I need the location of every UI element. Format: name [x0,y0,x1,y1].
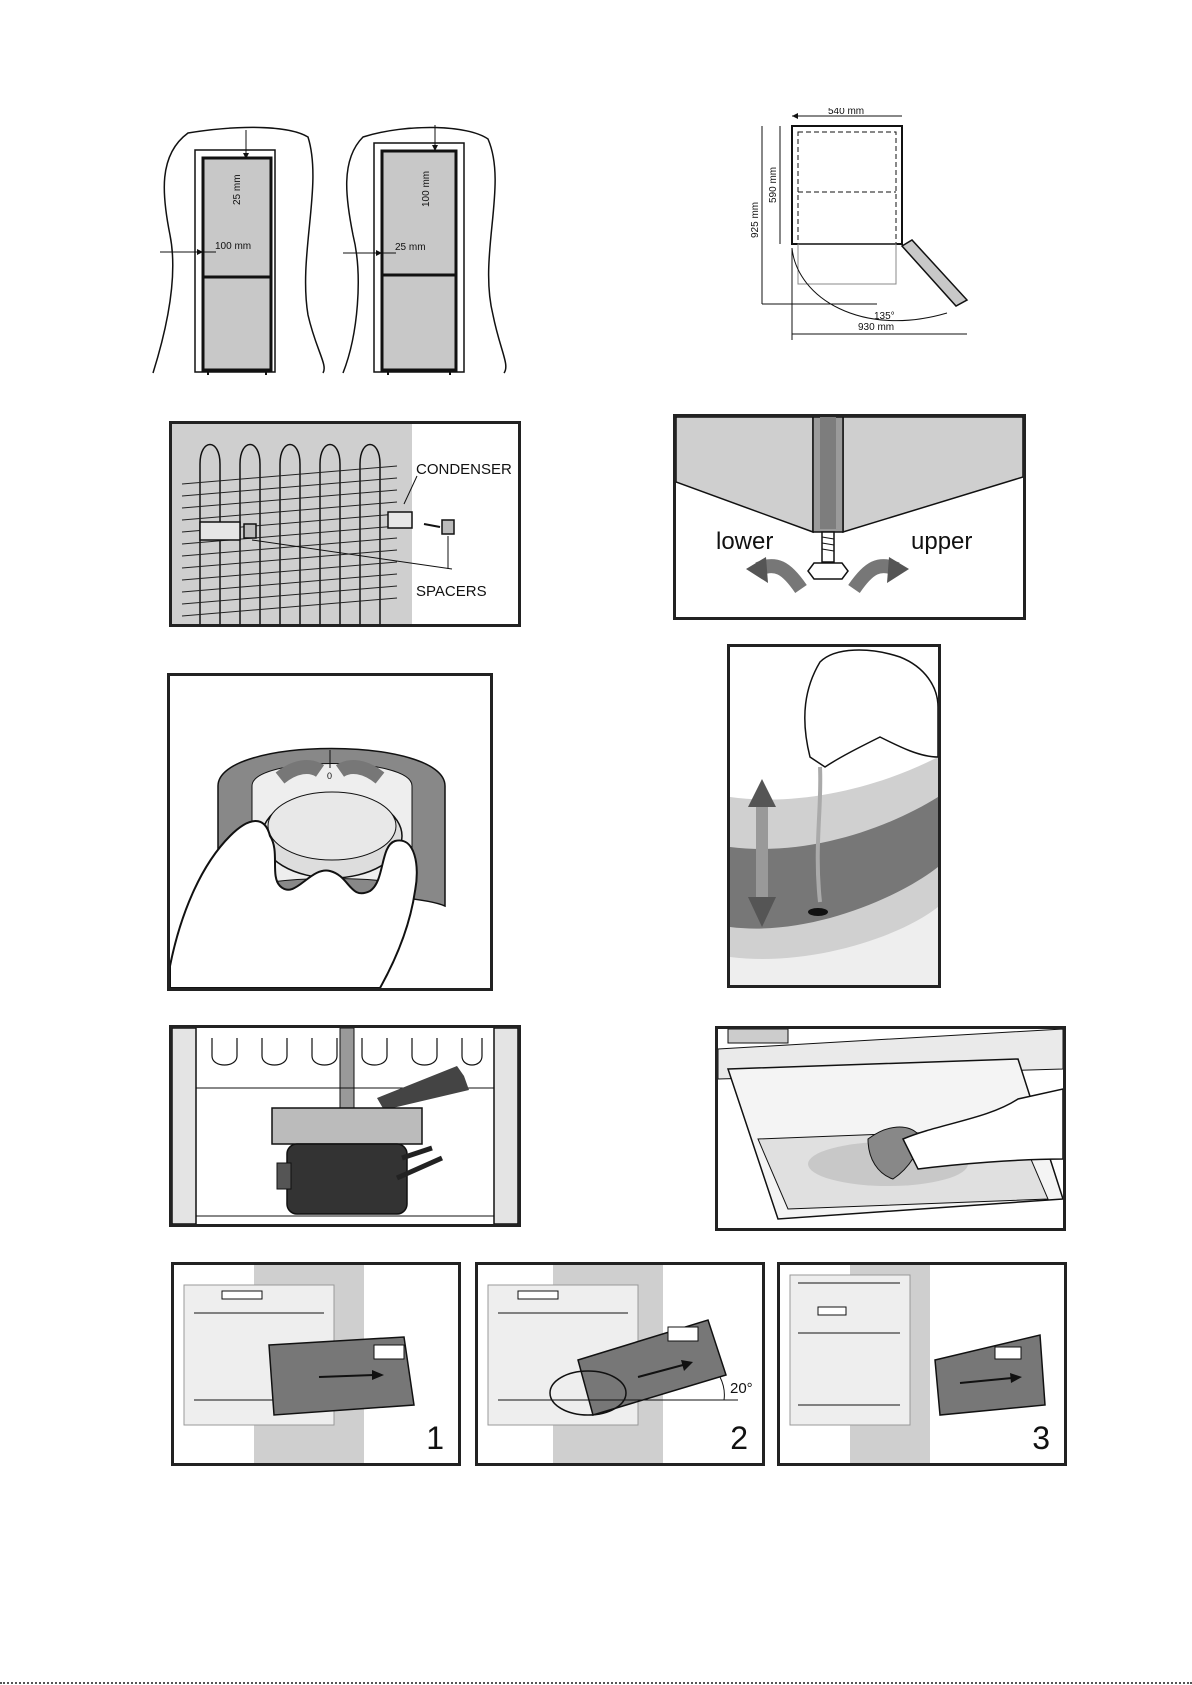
side-gap-left: 100 mm [215,241,251,252]
open-width-label: 930 mm [858,322,894,333]
condenser-label: CONDENSER [416,461,512,478]
step-2-angle: 20° [730,1380,753,1397]
step-number-3: 3 [1032,1420,1050,1457]
spacers-label: SPACERS [416,583,487,600]
depth-label: 590 mm [768,167,779,203]
top-gap-right: 100 mm [421,171,432,207]
door-plan-diagram: 540 mm 590 mm 925 mm 135° 930 mm [742,108,982,370]
thermostat-panel: 0 [167,673,493,991]
condenser-panel: CONDENSER SPACERS [169,421,521,627]
upper-label: upper [911,528,972,555]
total-depth-label: 925 mm [750,202,761,238]
drain-panel [727,644,941,988]
angle-label: 135° [874,311,895,322]
removal-step-2: 20° 2 [475,1262,765,1466]
removal-step-1: 1 [171,1262,461,1466]
page-edge-dotted-line [0,1682,1192,1684]
lower-label: lower [716,528,773,555]
leveling-panel: lower upper [673,414,1026,620]
removal-step-3: 3 [777,1262,1067,1466]
side-gap-right: 25 mm [395,242,426,253]
wiping-panel [715,1026,1066,1231]
step-number-1: 1 [426,1420,444,1457]
step-number-2: 2 [730,1420,748,1457]
width-label: 540 mm [828,108,864,117]
dial-mark: 0 [327,771,332,781]
top-gap-left: 25 mm [232,174,243,205]
compressor-panel [169,1025,521,1227]
clearance-diagram: 25 mm 100 mm 100 mm 25 mm [148,125,533,375]
